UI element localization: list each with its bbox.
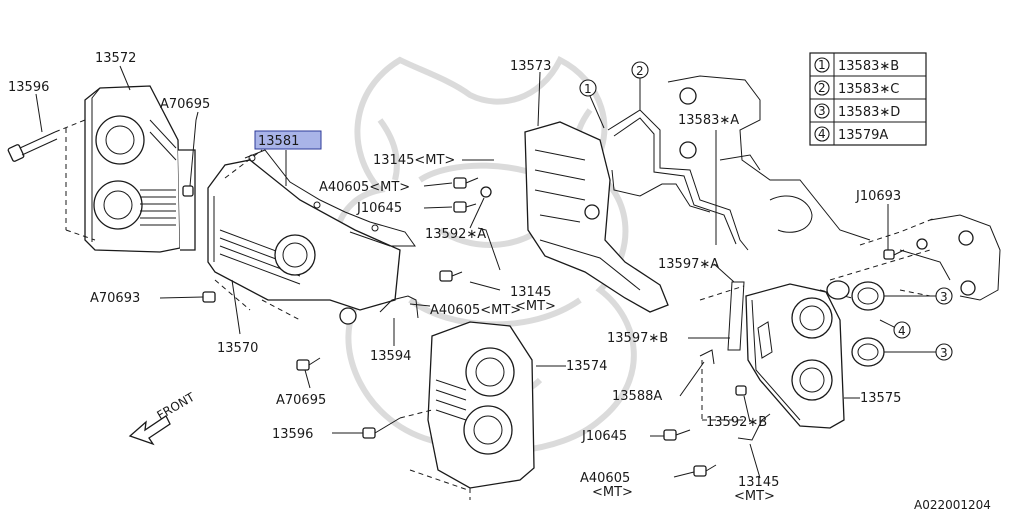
- bolt-A70695-top: [182, 119, 197, 197]
- svg-text:13583∗D: 13583∗D: [838, 105, 900, 120]
- label-13592A: 13592∗A: [425, 227, 486, 242]
- label-13145-bot-mt: <MT>: [734, 489, 775, 504]
- part-13594-clip: [379, 295, 419, 319]
- label-A40605-mid: A40605<MT>: [430, 303, 521, 318]
- label-A70693: A70693: [90, 291, 140, 306]
- label-13570: 13570: [217, 341, 258, 356]
- label-A40605-bot-mt: <MT>: [592, 485, 633, 500]
- label-13575: 13575: [860, 391, 901, 406]
- legend-row-1: 1 13583∗B: [814, 57, 899, 74]
- label-A40605-bot: A40605: [580, 471, 630, 486]
- svg-text:1: 1: [818, 58, 826, 72]
- legend-row-4: 4 13579A: [814, 126, 888, 143]
- label-13596-top: 13596: [8, 80, 49, 95]
- part-13574-front-cover: [427, 321, 535, 489]
- svg-text:13583∗C: 13583∗C: [838, 82, 899, 97]
- svg-text:13583∗B: 13583∗B: [838, 59, 899, 74]
- svg-text:4: 4: [818, 127, 826, 141]
- svg-text:3: 3: [818, 104, 826, 118]
- label-13594: 13594: [370, 349, 411, 364]
- callout-3-lower: 3: [935, 343, 953, 361]
- label-front: FRONT: [155, 390, 198, 423]
- label-13145-mt: 13145<MT>: [373, 153, 455, 168]
- part-13572-cover: [84, 85, 196, 253]
- label-13596-bot: 13596: [272, 427, 313, 442]
- part-13570-inner-cover: [207, 159, 401, 325]
- highlight-13581: [254, 130, 322, 150]
- bolt-13596-top: [7, 131, 58, 162]
- svg-text:1: 1: [584, 82, 592, 96]
- label-A40605-mt: A40605<MT>: [319, 180, 410, 195]
- label-J10645-bot: J10645: [581, 429, 627, 444]
- svg-text:4: 4: [898, 324, 906, 338]
- part-13573-inner-cover: [524, 121, 669, 313]
- label-13588A: 13588A: [612, 389, 662, 404]
- leader-lines: [35, 65, 938, 479]
- engine-block-outline: [667, 75, 1001, 301]
- label-13145-mid-mt: <MT>: [515, 299, 556, 314]
- label-J10645-top: J10645: [356, 201, 402, 216]
- label-13145-bot: 13145: [738, 475, 779, 490]
- fastener-group-lower: [663, 349, 771, 477]
- callout-4: 4: [893, 321, 911, 339]
- label-13572: 13572: [95, 51, 136, 66]
- label-J10693: J10693: [855, 189, 901, 204]
- label-13145-mid: 13145: [510, 285, 551, 300]
- label-13581[interactable]: 13581: [258, 134, 299, 149]
- part-gasket-seals: [607, 109, 749, 251]
- part-seals-right: [826, 238, 928, 367]
- part-13597-strips: [727, 281, 773, 396]
- label-13583A: 13583∗A: [678, 113, 739, 128]
- svg-text:2: 2: [636, 64, 644, 78]
- svg-text:13579A: 13579A: [838, 128, 888, 143]
- svg-text:2: 2: [818, 81, 826, 95]
- label-13597B: 13597∗B: [607, 331, 668, 346]
- legend-row-2: 2 13583∗C: [814, 80, 899, 97]
- svg-text:3: 3: [940, 290, 948, 304]
- callout-2: 2: [631, 61, 649, 79]
- label-A70695-top: A70695: [160, 97, 210, 112]
- label-13574: 13574: [566, 359, 607, 374]
- front-arrow: FRONT: [128, 390, 198, 446]
- legend-row-3: 3 13583∗D: [814, 103, 900, 120]
- diagram-code: A022001204: [914, 498, 991, 512]
- svg-text:3: 3: [940, 346, 948, 360]
- label-A70695-bot: A70695: [276, 393, 326, 408]
- label-13592B: 13592∗B: [706, 415, 767, 430]
- legend-table: 1 13583∗B 2 13583∗C 3 13583∗D 4 13579A: [809, 52, 927, 146]
- label-13597A: 13597∗A: [658, 257, 719, 272]
- callout-1: 1: [579, 79, 597, 97]
- part-13575-front-cover: [745, 283, 845, 429]
- label-13573: 13573: [510, 59, 551, 74]
- callout-3: 3: [935, 287, 953, 305]
- part-13581-gasket: [244, 149, 416, 247]
